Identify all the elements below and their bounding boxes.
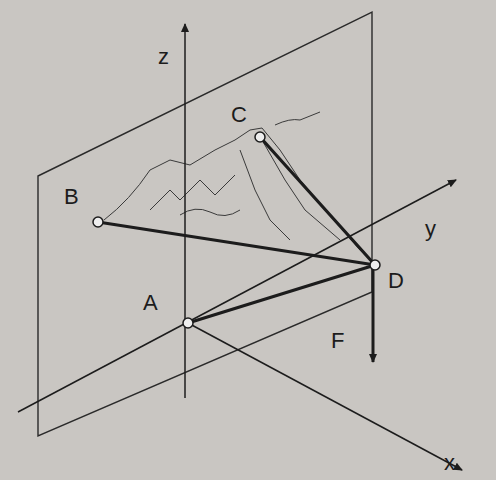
point-label: C [231,104,247,126]
bars [98,137,375,323]
axis-label: y [425,218,436,240]
axis-label: z [158,46,169,68]
force-label: F [331,330,344,352]
point-label: A [143,292,158,314]
axis-label: x [444,452,455,474]
axes [18,24,462,470]
point-label: B [64,186,79,208]
point-label: D [388,270,404,292]
wall-plane [38,12,372,436]
force-arrow [373,268,374,362]
joints [93,132,380,328]
